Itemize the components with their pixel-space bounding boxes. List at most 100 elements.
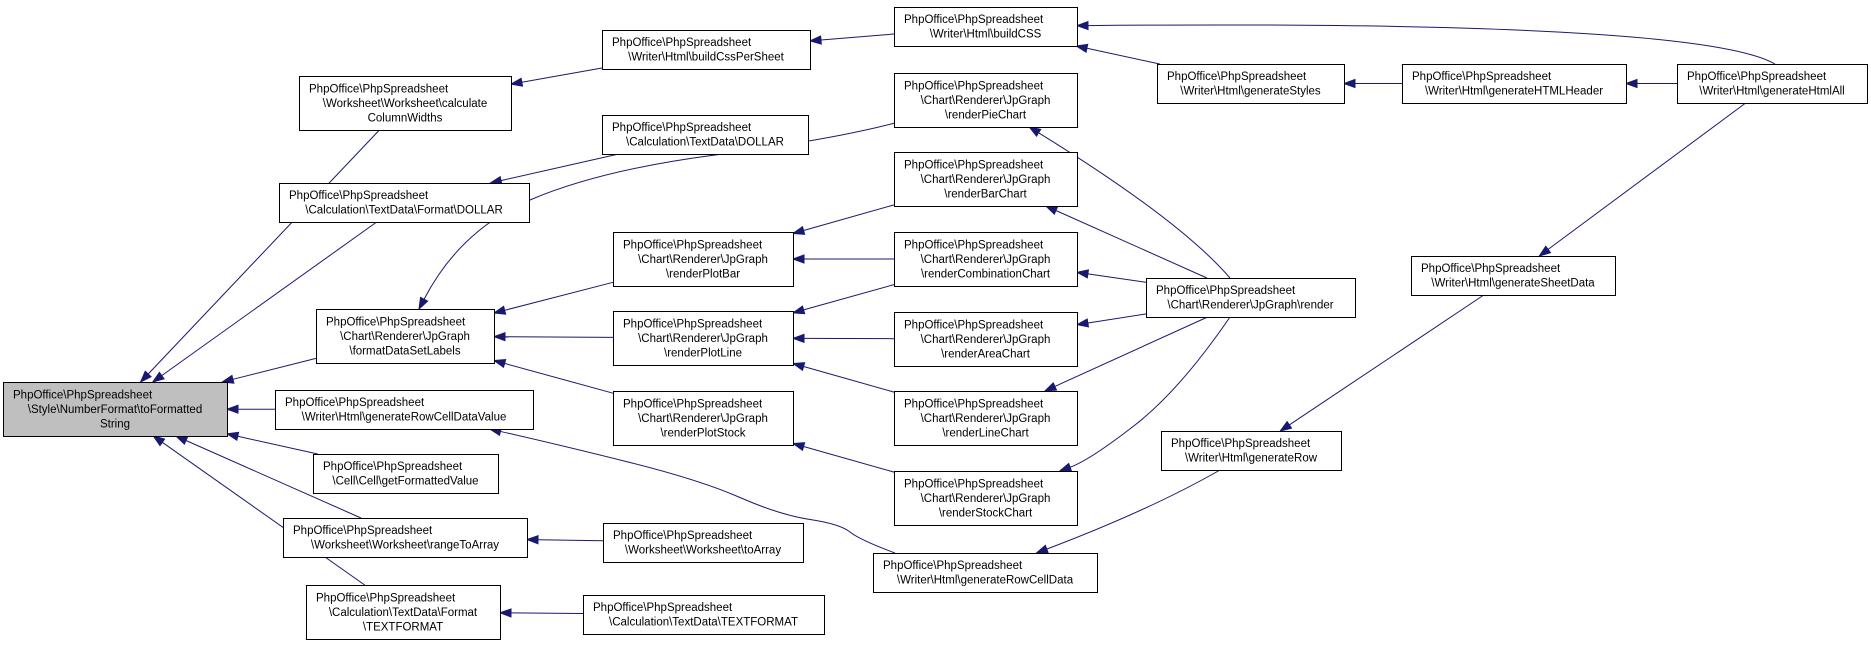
node-label-line: \Cell\Cell\getFormattedValue xyxy=(332,476,478,488)
node-renderCombinationChart[interactable]: PhpOffice\PhpSpreadsheet \Chart\Renderer\… xyxy=(894,232,1078,287)
node-generateSheetData[interactable]: PhpOffice\PhpSpreadsheet\Writer\Html\gen… xyxy=(1411,256,1616,296)
node-renderPieChart[interactable]: PhpOffice\PhpSpreadsheet\Chart\Renderer\… xyxy=(894,73,1078,128)
node-renderAreaChart[interactable]: PhpOffice\PhpSpreadsheet\Chart\Renderer\… xyxy=(894,312,1078,367)
edge-line xyxy=(803,446,895,473)
node-toFormattedString[interactable]: PhpOffice\PhpSpreadsheet\Style\NumberFor… xyxy=(3,382,228,437)
node-formatDOLLAR[interactable]: PhpOffice\PhpSpreadsheet \Calculation\Tex… xyxy=(279,183,530,223)
node-renderStockChart[interactable]: PhpOffice\PhpSpreadsheet\Chart\Renderer\… xyxy=(894,471,1078,526)
node-rangeToArray[interactable]: PhpOffice\PhpSpreadsheet \Worksheet\Works… xyxy=(283,518,528,558)
node-generateHtmlAll[interactable]: PhpOffice\PhpSpreadsheet\Writer\Html\gen… xyxy=(1677,64,1868,104)
edge-line xyxy=(185,440,362,519)
arrowhead-icon xyxy=(1058,462,1073,472)
node-renderPlotBar[interactable]: PhpOffice\PhpSpreadsheet\Chart\Renderer\… xyxy=(613,232,794,287)
node-toArray[interactable]: PhpOffice\PhpSpreadsheet\Worksheet\Works… xyxy=(603,523,804,563)
arrowhead-icon xyxy=(492,358,507,369)
node-label-line: \renderPieChart xyxy=(945,109,1027,121)
node-label-line: \Chart\Renderer\JpGraph xyxy=(921,413,1051,425)
edge-line xyxy=(500,153,619,182)
arrowhead-icon xyxy=(220,374,235,384)
edge-generateHtmlAll-to-generateSheetData xyxy=(1538,102,1746,257)
edge-renderPlotStock-to-formatDataSetLabels xyxy=(492,358,614,394)
node-label-line: PhpOffice\PhpSpreadsheet xyxy=(612,37,752,49)
node-label-line: \renderPlotBar xyxy=(666,268,740,280)
node-label-line: PhpOffice\PhpSpreadsheet xyxy=(316,592,456,604)
edge-formatDataSetLabels-to-toFormattedString xyxy=(220,357,317,384)
edge-line xyxy=(504,281,614,311)
node-label-line: \Writer\Html\generateRowCellDataValue xyxy=(302,412,507,424)
edge-line xyxy=(1289,294,1485,426)
node-buildCSS[interactable]: PhpOffice\PhpSpreadsheet\Writer\Html\bui… xyxy=(894,7,1078,47)
node-renderPlotLine[interactable]: PhpOffice\PhpSpreadsheet\Chart\Renderer\… xyxy=(613,311,794,366)
edge-render-to-renderCombinationChart xyxy=(1075,269,1147,283)
node-label-line: \Chart\Renderer\JpGraph\render xyxy=(1167,300,1333,312)
node-generateRow[interactable]: PhpOffice\PhpSpreadsheet\Writer\Html\gen… xyxy=(1161,431,1342,471)
node-box xyxy=(279,183,530,223)
node-box xyxy=(602,30,811,70)
edge-line xyxy=(1087,313,1147,324)
edge-generateHtmlAll-to-buildCSS xyxy=(1075,20,1776,65)
arrowhead-icon xyxy=(152,435,166,447)
node-box xyxy=(1157,64,1345,104)
edge-toArray-to-rangeToArray xyxy=(525,535,604,545)
edge-line xyxy=(521,67,603,83)
arrowhead-icon xyxy=(791,442,806,452)
node-getFormattedValue[interactable]: PhpOffice\PhpSpreadsheet\Cell\Cell\getFo… xyxy=(313,454,499,494)
node-label-line: PhpOffice\PhpSpreadsheet xyxy=(293,525,433,537)
node-label-line: \renderCombinationChart xyxy=(921,268,1051,280)
node-box xyxy=(602,115,809,155)
node-label-line: \Calculation\TextData\Format\DOLLAR xyxy=(305,205,503,217)
node-label-line: \Writer\Html\generateStyles xyxy=(1180,86,1321,98)
node-label-line: \TEXTFORMAT xyxy=(363,621,443,633)
edge-line xyxy=(1054,316,1208,387)
node-label-line: \Chart\Renderer\JpGraph xyxy=(638,333,768,345)
edge-line xyxy=(510,612,584,614)
node-generateStyles[interactable]: PhpOffice\PhpSpreadsheet\Writer\Html\gen… xyxy=(1157,64,1345,104)
node-renderPlotStock[interactable]: PhpOffice\PhpSpreadsheet\Chart\Renderer\… xyxy=(613,391,794,446)
edge-buildCssPerSheet-to-calculateColumnWidths xyxy=(509,67,603,87)
node-label-line: \renderBarChart xyxy=(944,188,1027,200)
node-label-line: \Writer\Html\generateRowCellData xyxy=(897,575,1074,587)
node-label-line: \Chart\Renderer\JpGraph xyxy=(921,95,1051,107)
node-formatTEXTFORMAT[interactable]: PhpOffice\PhpSpreadsheet\Calculation\Tex… xyxy=(306,585,501,640)
node-label-line: \Chart\Renderer\JpGraph xyxy=(921,254,1051,266)
node-box xyxy=(316,309,495,364)
node-label-line: PhpOffice\PhpSpreadsheet xyxy=(904,478,1044,490)
arrowhead-icon xyxy=(225,431,240,441)
node-label-line: \formatDataSetLabels xyxy=(349,345,460,357)
edge-line xyxy=(237,435,318,455)
edge-render-to-renderAreaChart xyxy=(1075,313,1147,328)
node-buildCssPerSheet[interactable]: PhpOffice\PhpSpreadsheet\Writer\Html\bui… xyxy=(602,30,811,70)
node-generateRowCellData[interactable]: PhpOffice\PhpSpreadsheet\Writer\Html\gen… xyxy=(873,553,1098,593)
node-box xyxy=(613,232,794,287)
node-calculateColumnWidths[interactable]: PhpOffice\PhpSpreadsheet\Worksheet\Works… xyxy=(299,76,512,131)
edge-line xyxy=(803,204,895,231)
node-label-line: PhpOffice\PhpSpreadsheet xyxy=(1421,263,1561,275)
node-label-line: PhpOffice\PhpSpreadsheet xyxy=(309,83,449,95)
node-label-line: PhpOffice\PhpSpreadsheet xyxy=(904,398,1044,410)
node-label-line: \renderLineChart xyxy=(942,427,1029,439)
edge-buildCSS-to-buildCssPerSheet xyxy=(808,33,895,45)
node-formatDataSetLabels[interactable]: PhpOffice\PhpSpreadsheet\Chart\Renderer\… xyxy=(316,309,495,364)
node-label-line: \renderPlotStock xyxy=(660,427,745,439)
node-render[interactable]: PhpOffice\PhpSpreadsheet\Chart\Renderer\… xyxy=(1146,278,1356,318)
node-box xyxy=(1146,278,1356,318)
arrowhead-icon xyxy=(174,435,189,445)
node-box xyxy=(283,518,528,558)
node-box xyxy=(894,232,1078,287)
node-label-line: \Worksheet\Worksheet\rangeToArray xyxy=(311,540,499,552)
arrowhead-icon xyxy=(1342,78,1356,89)
node-generateRowCellDataValue[interactable]: PhpOffice\PhpSpreadsheet\Writer\Html\gen… xyxy=(275,390,534,430)
node-label-line: PhpOffice\PhpSpreadsheet xyxy=(904,239,1044,251)
edge-renderLineChart-to-renderPlotLine xyxy=(791,362,895,393)
arrowhead-icon xyxy=(1074,43,1089,54)
node-renderLineChart[interactable]: PhpOffice\PhpSpreadsheet \Chart\Renderer\… xyxy=(894,391,1078,446)
node-generateHTMLHeader[interactable]: PhpOffice\PhpSpreadsheet\Writer\Html\gen… xyxy=(1402,64,1627,104)
node-label-line: PhpOffice\PhpSpreadsheet xyxy=(289,190,429,202)
node-box xyxy=(603,523,804,563)
node-textDataDOLLAR[interactable]: PhpOffice\PhpSpreadsheet\Calculation\Tex… xyxy=(602,115,809,155)
edge-textDataTEXTFORMAT-to-formatTEXTFORMAT xyxy=(498,608,584,618)
node-textDataTEXTFORMAT[interactable]: PhpOffice\PhpSpreadsheet\Calculation\Tex… xyxy=(583,595,825,635)
node-renderBarChart[interactable]: PhpOffice\PhpSpreadsheet\Chart\Renderer\… xyxy=(894,152,1078,207)
node-label-line: PhpOffice\PhpSpreadsheet xyxy=(904,14,1044,26)
arrowhead-icon xyxy=(1278,420,1293,432)
